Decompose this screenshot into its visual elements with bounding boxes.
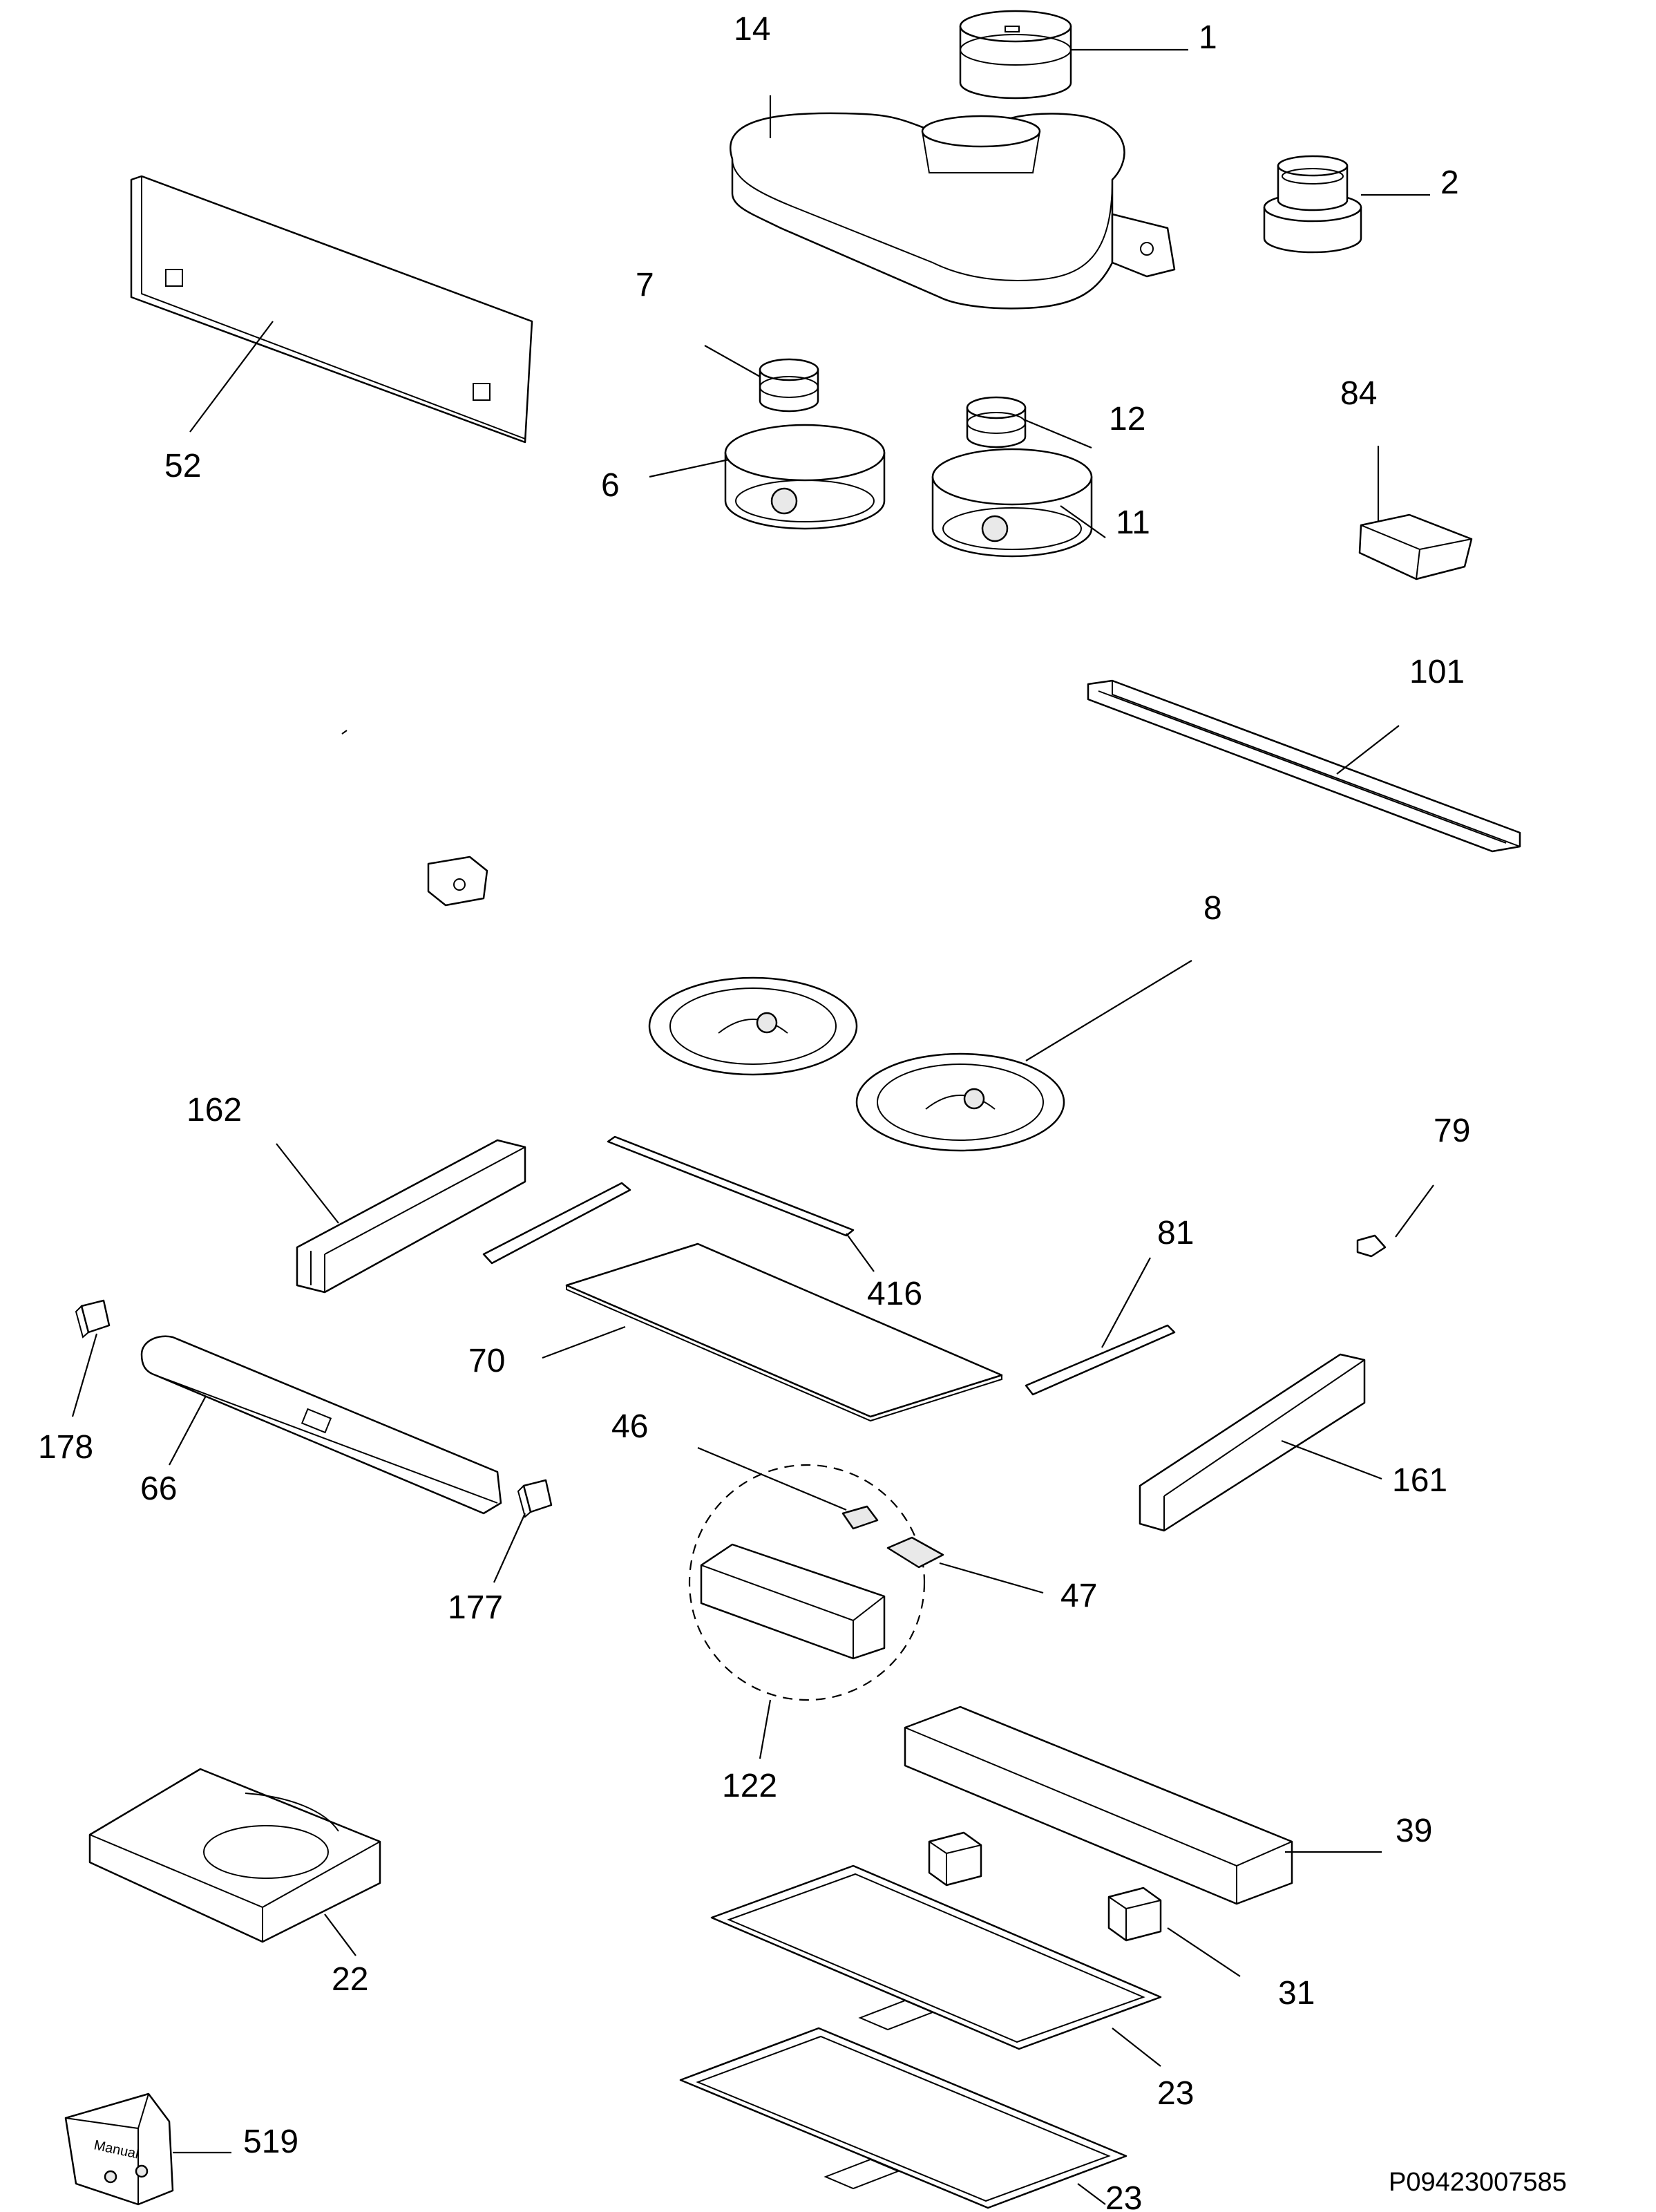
callout-84: 84: [1340, 375, 1377, 412]
part-2-reducer: [1263, 155, 1362, 254]
leader-66: [169, 1395, 207, 1466]
callout-70: 70: [468, 1343, 505, 1379]
part-79-clip: [1356, 1234, 1387, 1258]
part-122-electronics-assembly: [688, 1464, 926, 1701]
callout-519: 519: [243, 2124, 298, 2160]
callout-31: 31: [1278, 1975, 1315, 2012]
part-101-rail: [1087, 679, 1521, 853]
part-31-lamp: [928, 1831, 1162, 1942]
part-177-end-cap: [517, 1479, 553, 1518]
leader-7: [704, 345, 761, 377]
leader-46: [697, 1446, 847, 1511]
callout-22: 22: [332, 1961, 368, 1998]
leader-11: [1060, 505, 1106, 538]
leader-70: [542, 1325, 626, 1359]
part-178-end-cap: [75, 1299, 111, 1339]
leader-23a: [1112, 2027, 1161, 2067]
part-12-motor-right: [966, 396, 1027, 448]
callout-416: 416: [867, 1276, 922, 1312]
part-416-strip: [607, 1135, 855, 1237]
part-23-grease-filter-upper: [710, 1864, 1162, 2050]
callout-2: 2: [1440, 164, 1459, 201]
callout-52: 52: [164, 448, 201, 484]
part-47-switch-block: [886, 1536, 944, 1569]
callout-47: 47: [1060, 1578, 1097, 1614]
leader-6: [649, 458, 730, 478]
callout-12: 12: [1109, 401, 1145, 437]
part-23-grease-filter-lower: [679, 2027, 1127, 2209]
leader-162: [276, 1143, 339, 1224]
part-7-motor-left: [759, 358, 819, 413]
leader-52: [189, 321, 274, 433]
callout-177: 177: [448, 1589, 503, 1626]
part-46-terminal-block: [841, 1505, 879, 1530]
part-11-impeller-housing-right: [931, 448, 1093, 558]
part-14-blower-housing: [730, 112, 1176, 310]
callout-14: 14: [734, 11, 770, 48]
part-52-front-panel: [130, 175, 533, 444]
callout-101: 101: [1409, 654, 1465, 690]
callout-161: 161: [1392, 1462, 1447, 1499]
leader-8: [1025, 960, 1192, 1061]
tick-mark: [341, 730, 348, 735]
part-clip-unlabeled: [427, 856, 488, 907]
callout-23b: 23: [1105, 2180, 1142, 2212]
part-1-duct-collar: [959, 10, 1072, 100]
part-66-front-trim: [140, 1335, 502, 1515]
leader-22: [324, 1913, 356, 1956]
part-8-inlet-ring-left: [648, 976, 858, 1076]
callout-178: 178: [38, 1429, 93, 1466]
callout-11: 11: [1116, 504, 1150, 541]
callout-23a: 23: [1157, 2075, 1194, 2112]
part-70-glass-panel: [565, 1242, 1003, 1422]
part-8-inlet-ring-right: [855, 1052, 1065, 1152]
callout-122: 122: [722, 1768, 777, 1804]
callout-81: 81: [1157, 1215, 1194, 1251]
part-161-right-channel: [1139, 1353, 1366, 1532]
leader-23b: [1077, 2183, 1106, 2205]
part-22-filter-tray: [88, 1768, 381, 1943]
leader-47: [939, 1562, 1044, 1594]
leader-161: [1281, 1439, 1382, 1480]
leader-177: [493, 1513, 526, 1583]
callout-79: 79: [1434, 1113, 1470, 1149]
callout-39: 39: [1396, 1813, 1432, 1849]
leader-101: [1336, 725, 1400, 775]
callout-162: 162: [187, 1092, 242, 1128]
part-slide-rail-left: [482, 1182, 631, 1265]
callout-66: 66: [140, 1471, 177, 1507]
part-39-lower-frame: [904, 1705, 1293, 1905]
leader-416: [846, 1233, 875, 1272]
drawing-code: P09423007585: [1389, 2168, 1567, 2197]
leader-122: [759, 1699, 772, 1759]
leader-31: [1167, 1927, 1241, 1977]
callout-8: 8: [1203, 890, 1222, 927]
leader-79: [1395, 1184, 1434, 1238]
callout-7: 7: [636, 267, 654, 303]
callout-6: 6: [601, 467, 620, 504]
leader-178: [71, 1333, 98, 1417]
callout-46: 46: [611, 1408, 648, 1445]
leader-81: [1101, 1257, 1151, 1348]
part-81-bracket: [1025, 1324, 1176, 1396]
part-84-driver: [1358, 513, 1473, 580]
callout-1: 1: [1199, 19, 1217, 56]
part-6-impeller-housing-left: [724, 424, 886, 530]
leader-12: [1025, 419, 1092, 449]
part-519-accessory-bag: Manual: [64, 2092, 174, 2206]
part-162-left-channel: [296, 1139, 526, 1294]
